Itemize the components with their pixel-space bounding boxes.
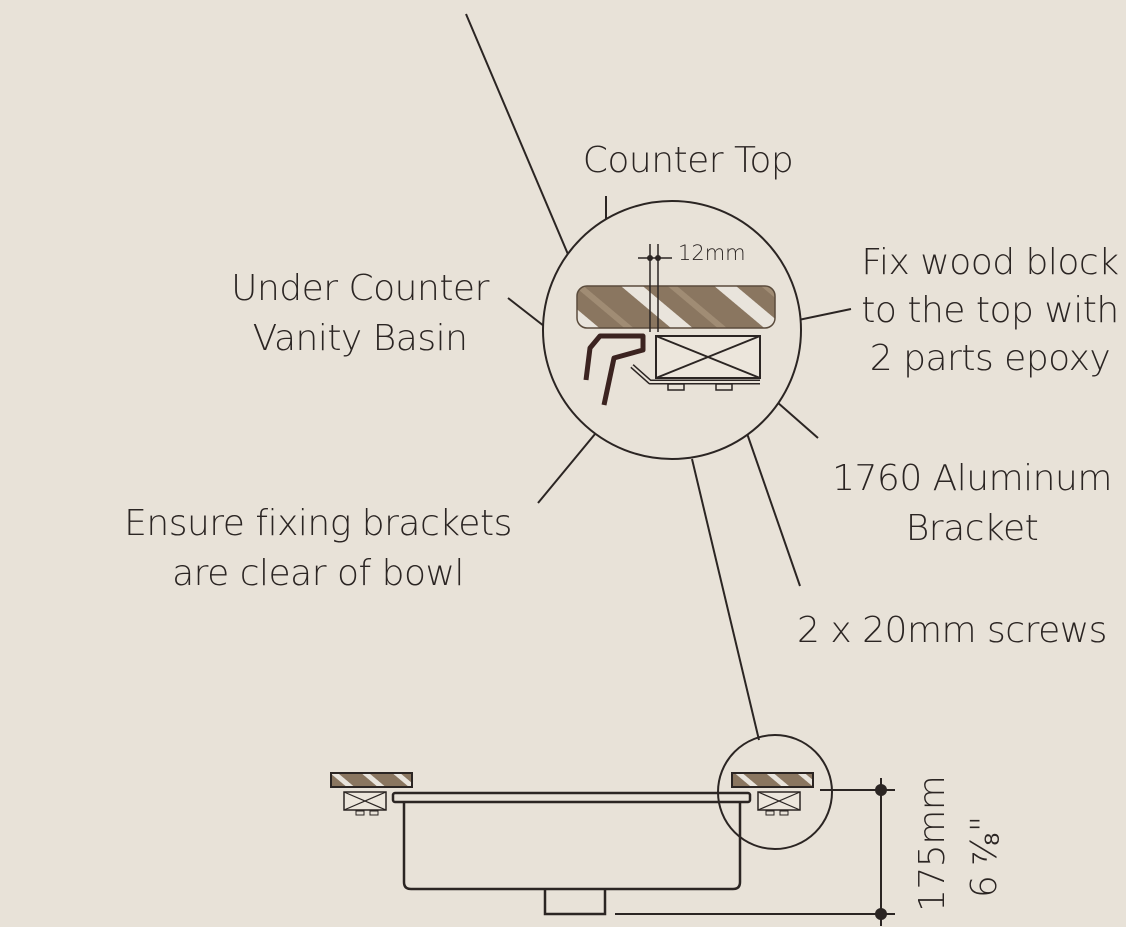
label-clear-line1: Ensure fixing brackets [124, 503, 512, 544]
leader-detail-link [691, 458, 760, 741]
label-fix-line2: to the top with [861, 290, 1118, 331]
label-counter-top: Counter Top [583, 140, 794, 181]
height-dimension [615, 778, 895, 926]
label-gap-12mm: 12mm [678, 241, 746, 265]
label-height-mm: 175mm [912, 776, 953, 912]
label-fix-line3: 2 parts epoxy [870, 338, 1110, 379]
screw-icon [667, 383, 685, 391]
label-clear-line2: are clear of bowl [172, 553, 464, 594]
detail-circle [542, 200, 802, 460]
basin-rim-section [583, 333, 646, 406]
label-fix-line1: Fix wood block [861, 242, 1118, 283]
counter-top-section [576, 285, 776, 329]
label-basin-line1: Under Counter [231, 268, 489, 309]
basin-cross-section [330, 734, 833, 916]
label-bracket-line1: 1760 Aluminum [832, 458, 1112, 499]
label-screws: 2 x 20mm screws [797, 610, 1107, 651]
screw-icon [715, 383, 733, 391]
label-height-in: 6 ⁷⁄₈" [964, 816, 1005, 898]
label-basin-line2: Vanity Basin [253, 318, 468, 359]
label-bracket-line2: Bracket [906, 508, 1039, 549]
